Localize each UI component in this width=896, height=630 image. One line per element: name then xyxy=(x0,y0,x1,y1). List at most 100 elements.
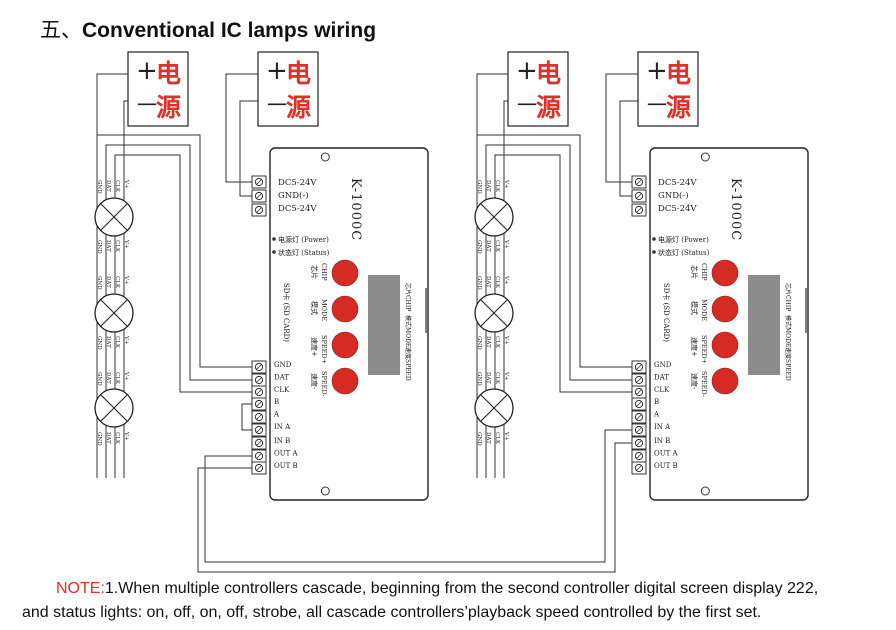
cascade-terminal-2 xyxy=(251,410,267,424)
lamp-wire-label: CLK xyxy=(114,276,120,289)
lamp-wire-label: DAT xyxy=(485,276,491,288)
indicator-label-power: 电源灯 (Power) xyxy=(278,235,329,244)
button-mode xyxy=(331,295,359,323)
gnd-signal-wire xyxy=(96,134,252,368)
lamp-power-neg-wire xyxy=(476,73,508,175)
signal-terminal-2 xyxy=(631,373,647,387)
button-mode xyxy=(711,295,739,323)
lamp-wire-label: CLK xyxy=(114,180,120,193)
lamp-wire-label: V+ xyxy=(123,371,129,381)
power-terminal-1 xyxy=(251,175,267,189)
cascade-terminal-4 xyxy=(631,436,647,450)
terminal-label-gnd: GND(-) xyxy=(658,190,689,201)
note-label: NOTE: xyxy=(56,580,105,597)
terminal-slot xyxy=(636,414,642,420)
terminal-slot xyxy=(636,207,642,213)
clk-signal-wire xyxy=(114,154,252,393)
lamp-wire-label: CLK xyxy=(494,240,500,253)
lamp-wire-label: GND xyxy=(96,180,102,194)
terminal-label-dc1: DC5-24V xyxy=(658,178,697,188)
clk-signal-wire xyxy=(494,154,632,393)
lamp-wire-label: GND xyxy=(96,240,102,254)
cascade-terminal-label: B xyxy=(654,398,659,406)
cascade-terminal-5 xyxy=(631,449,647,463)
lamp-wire-label: CLK xyxy=(494,276,500,289)
power-minus-sign: 一 xyxy=(267,93,287,117)
lamp-wire-label: V+ xyxy=(503,431,509,441)
power-plus-sign: + xyxy=(266,56,288,86)
cascade-terminal-label: IN A xyxy=(274,423,291,431)
lamp-wire-label: CLK xyxy=(114,240,120,253)
signal-terminal-label: GND xyxy=(654,361,672,369)
status-led xyxy=(652,250,656,254)
terminal-slot xyxy=(256,427,262,433)
terminal-slot xyxy=(636,401,642,407)
power-box-frame xyxy=(507,51,569,127)
lamp-wire-label: GND xyxy=(476,336,482,350)
signal-terminal-label: CLK xyxy=(274,386,290,394)
terminal-slot xyxy=(256,193,262,199)
terminal-slot xyxy=(256,465,262,471)
terminal-slot xyxy=(636,440,642,446)
lamp-wire-label: V+ xyxy=(503,239,509,249)
ctrl-power-pos-wire xyxy=(605,73,638,183)
terminal-slot xyxy=(636,193,642,199)
power-terminal-3 xyxy=(251,203,267,217)
lamp-power-pos-wire xyxy=(503,100,508,175)
ctrl-power-pos-wire xyxy=(225,73,258,183)
cascade-terminal-3 xyxy=(631,423,647,437)
button-cn-label: 芯片 xyxy=(690,265,699,279)
power-box-frame xyxy=(127,51,189,127)
lamp-wire-label: DAT xyxy=(485,180,491,192)
dat-signal-wire xyxy=(105,144,252,381)
lamp-wire-label: CLK xyxy=(114,372,120,385)
lamp-wire-label: GND xyxy=(476,276,482,290)
terminal-slot xyxy=(256,179,262,185)
terminal-label-dc1: DC5-24V xyxy=(278,178,317,188)
note-line-2: and status lights: on, off, on, off, str… xyxy=(22,604,762,621)
cascade-terminal-label: OUT A xyxy=(654,450,679,458)
lamp-wire-label: DAT xyxy=(485,432,491,444)
cascade-terminal-4 xyxy=(251,436,267,450)
lamp-wire-label: CLK xyxy=(494,180,500,193)
cascade-terminal-label: OUT B xyxy=(274,462,298,470)
terminal-slot xyxy=(256,440,262,446)
section-number: 五、 xyxy=(40,18,82,42)
power-box-frame xyxy=(637,51,699,127)
indicator-label-status: 状态灯 (Status) xyxy=(658,248,710,257)
terminal-label-gnd: GND(-) xyxy=(278,190,309,201)
button-cn-label: 模式 xyxy=(690,301,699,315)
terminal-slot xyxy=(256,414,262,420)
lamp-wire-label: DAT xyxy=(105,240,111,252)
cascade-terminal-6 xyxy=(251,461,267,475)
lamp-cross-2 xyxy=(480,203,508,231)
lamp-power-neg-wire xyxy=(96,73,128,175)
button-cn-label: 速度+ xyxy=(310,337,319,357)
lamp-wire-label: V+ xyxy=(123,275,129,285)
power-plus-sign: + xyxy=(516,56,538,86)
screen-label: 模式MODE xyxy=(404,315,412,347)
indicator-label-power: 电源灯 (Power) xyxy=(658,235,709,244)
lamp-1 xyxy=(474,197,514,237)
lamp-wire-label: V+ xyxy=(123,335,129,345)
signal-terminal-label: DAT xyxy=(654,374,669,382)
power-char-2: 源 xyxy=(156,93,181,122)
cascade-jumper-wire xyxy=(241,403,252,431)
mount-hole-bottom xyxy=(320,486,330,496)
lamp-wire-label: DAT xyxy=(105,336,111,348)
power-minus-sign: 一 xyxy=(137,93,157,117)
dat-signal-wire xyxy=(485,144,632,381)
cascade-out-a-wire xyxy=(204,429,632,563)
lamp-wire-label: V+ xyxy=(123,239,129,249)
signal-terminal-1 xyxy=(631,360,647,374)
lamp-wire-label: GND xyxy=(96,276,102,290)
ctrl-power-neg-wire xyxy=(619,100,638,197)
power-box-controller: +一电源 xyxy=(257,51,319,127)
button-en-label: SPEED- xyxy=(700,371,708,397)
power-terminal-2 xyxy=(251,189,267,203)
lamp-wire-label: V+ xyxy=(503,275,509,285)
lamp-cross-2 xyxy=(480,394,508,422)
button-speed xyxy=(711,367,739,395)
